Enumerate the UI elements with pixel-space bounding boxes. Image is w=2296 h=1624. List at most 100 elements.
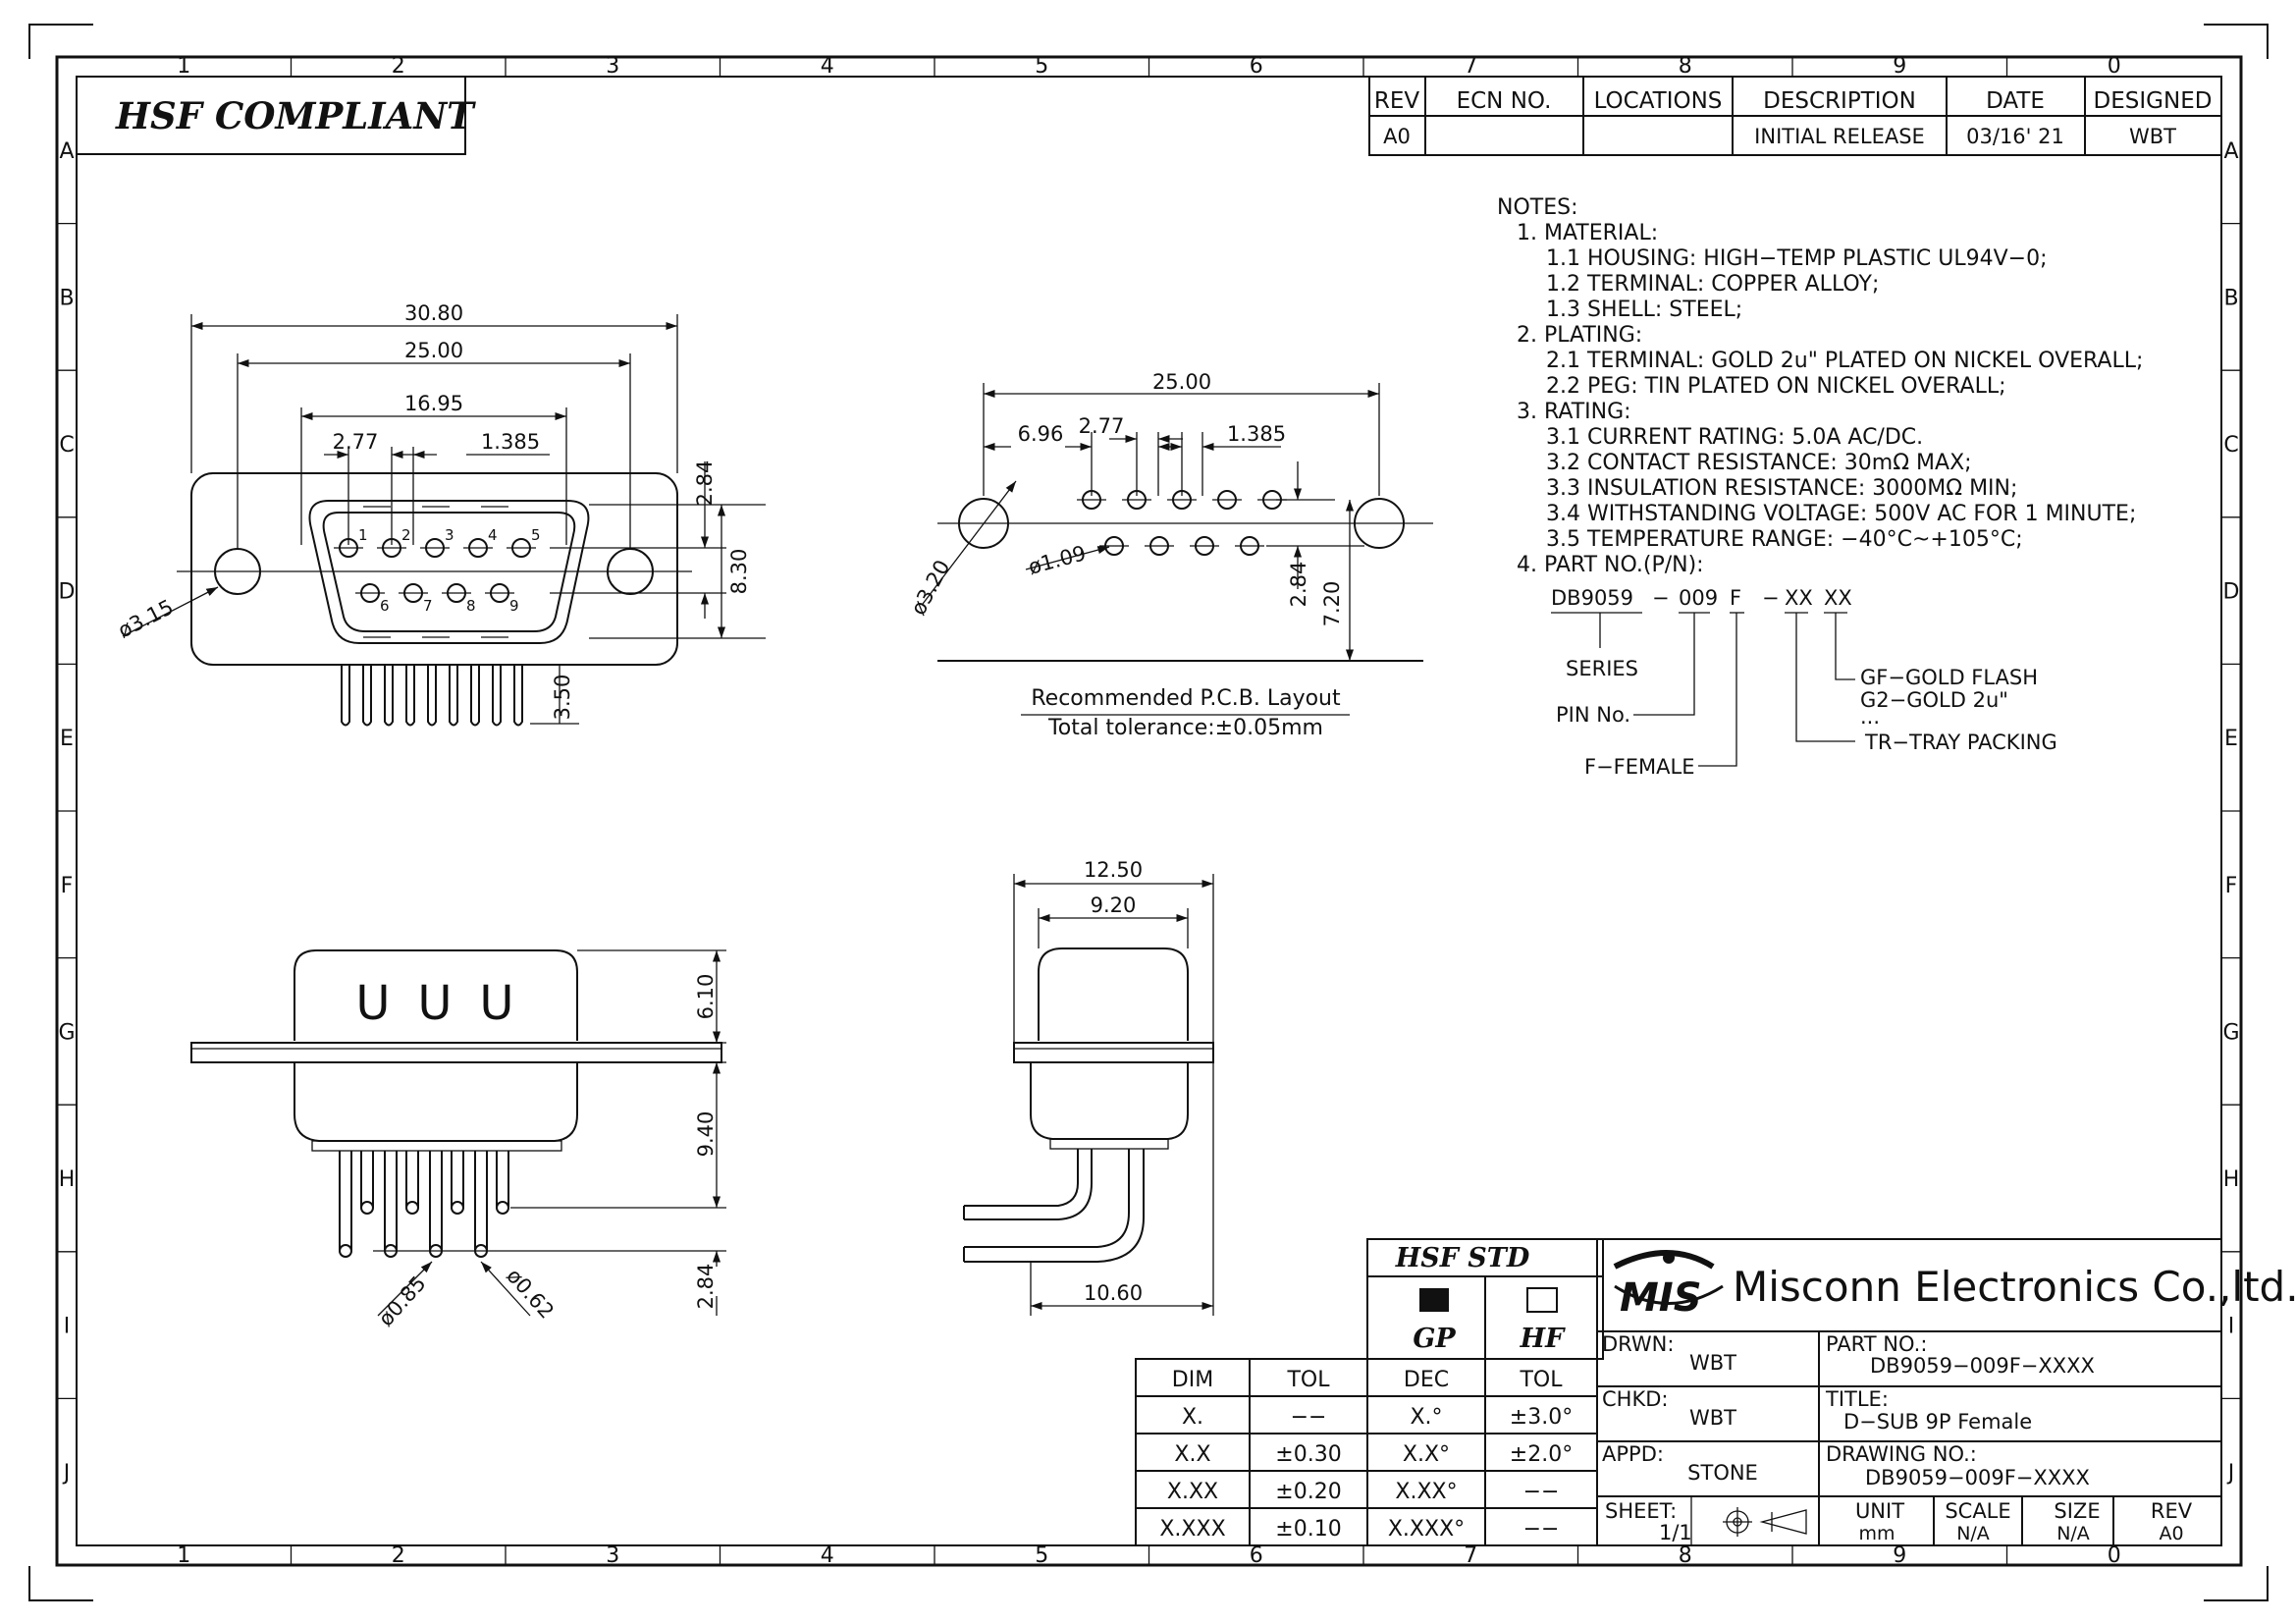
side-dim-row: 2.84: [694, 1264, 718, 1310]
dim-overall-width: 30.80: [404, 301, 463, 325]
dim-half-pitch: 1.385: [481, 430, 540, 454]
pn-gold-flash-label: GF−GOLD FLASH: [1860, 666, 2038, 689]
tol-header: DEC: [1404, 1368, 1449, 1392]
side-dim-body: 9.40: [694, 1111, 718, 1158]
end-base: [1049, 1138, 1169, 1150]
compliance-label: HSF COMPLIANT: [115, 94, 476, 137]
designed-value: WBT: [2129, 125, 2176, 148]
grid-row-label: J: [2226, 1461, 2235, 1486]
tol-cell: X.X°: [1403, 1442, 1450, 1467]
unit-value: mm: [1858, 1523, 1895, 1544]
pn-dash: −: [1762, 586, 1780, 610]
hsf-std-title: HSF STD: [1395, 1243, 1530, 1273]
grid-col-label: 1: [177, 1543, 190, 1568]
inner-border: [76, 76, 2222, 1546]
pin-tail: [449, 665, 458, 727]
title-value: D−SUB 9P Female: [1843, 1410, 2032, 1434]
pin-tail: [513, 665, 523, 727]
pin-tail: [427, 665, 437, 727]
grid-row-label: A: [59, 139, 74, 164]
pn-tray-label: TR−TRAY PACKING: [1864, 731, 2057, 754]
tol-header: TOL: [1286, 1368, 1330, 1392]
grid-row-label: I: [64, 1315, 71, 1339]
front-flange: [190, 472, 678, 666]
end-dim-flange: 12.50: [1084, 858, 1143, 882]
grid-col-label: 4: [821, 54, 834, 79]
dim-height: 8.30: [727, 549, 751, 595]
side-pin: [360, 1151, 374, 1208]
front-pin-tails: [341, 665, 523, 727]
designed-header: DESIGNED: [2094, 88, 2213, 114]
note-line: 1.1 HOUSING: HIGH−TEMP PLASTIC UL94V−0;: [1546, 246, 2048, 271]
end-shell: [1038, 947, 1189, 1041]
grid-row-label: J: [62, 1461, 71, 1486]
scale-value: N/A: [1956, 1523, 1990, 1544]
end-pin-upper: [963, 1149, 1093, 1220]
tol-cell: X.XX°: [1395, 1480, 1457, 1504]
side-body: [294, 1062, 578, 1142]
size-value: N/A: [2056, 1523, 2090, 1544]
pin-number: 1: [358, 526, 368, 544]
part-value: DB9059−009F−XXXX: [1870, 1354, 2095, 1378]
grid-col-label: 7: [1464, 1543, 1477, 1568]
hf-label: HF: [1520, 1324, 1567, 1354]
unit-label: UNIT: [1855, 1499, 1904, 1523]
side-pin: [405, 1151, 419, 1208]
grid-row-label: D: [59, 580, 76, 605]
grid-row-label: H: [59, 1167, 76, 1192]
pn-plating-code: XX: [1824, 586, 1852, 610]
pn-ellipsis: ...: [1860, 705, 1880, 729]
gp-label: GP: [1413, 1324, 1456, 1354]
shell-letter: U: [417, 976, 452, 1031]
grid-col-label: 5: [1035, 54, 1048, 79]
grid-row-label: H: [2223, 1167, 2240, 1192]
mis-logo: MIS: [1613, 1250, 1724, 1321]
hsf-std-block: HSF STD GP HF: [1366, 1238, 1604, 1360]
pin-number: 2: [401, 526, 411, 544]
pn-gender-code: F: [1730, 586, 1741, 610]
pcb-dim-mount-hole: ø3.20: [906, 556, 954, 619]
grid-row-label: G: [2222, 1020, 2239, 1045]
dim-row-offset: 2.84: [693, 460, 717, 507]
grid-row-label: C: [59, 433, 74, 458]
pin-tail: [405, 665, 415, 727]
description-header: DESCRIPTION: [1763, 88, 1916, 114]
rev-value: A0: [1383, 125, 1411, 148]
side-base: [311, 1140, 562, 1152]
note-line: 3.1 CURRENT RATING: 5.0A AC/DC.: [1546, 425, 1923, 450]
grid-col-label: 0: [2108, 54, 2121, 79]
dim-hole-diameter: ø3.15: [114, 595, 177, 642]
appd-value: STONE: [1687, 1461, 1758, 1485]
pin-number: 5: [531, 526, 541, 544]
drwn-value: WBT: [1689, 1351, 1736, 1375]
pin-number: 6: [380, 597, 390, 615]
tol-cell: X.XXX°: [1388, 1517, 1465, 1542]
grid-col-label: 6: [1250, 1543, 1263, 1568]
side-pin: [429, 1151, 443, 1251]
dim-row-width: 16.95: [404, 392, 463, 415]
grid-row-label: B: [59, 286, 74, 310]
pin-tail: [362, 665, 372, 727]
tol-cell: X.: [1182, 1405, 1203, 1430]
grid-row-label: B: [2223, 286, 2238, 310]
hf-checkbox: [1526, 1287, 1558, 1313]
date-header: DATE: [1986, 88, 2045, 114]
shell-letter: U: [479, 976, 513, 1031]
pin-tail: [384, 665, 394, 727]
shell-letter: U: [355, 976, 390, 1031]
grid-col-label: 0: [2108, 1543, 2121, 1568]
corner-marks: [28, 24, 2269, 1601]
end-flange: [1013, 1042, 1214, 1063]
side-pin: [384, 1151, 398, 1251]
grid-col-label: 8: [1679, 54, 1692, 79]
title-label: TITLE:: [1825, 1387, 1889, 1411]
dim-tail-length: 3.50: [551, 675, 574, 721]
side-dim-shell: 6.10: [694, 974, 718, 1020]
side-pin-tip: [405, 1201, 419, 1215]
side-pins: [339, 1151, 509, 1258]
pcb-pin-holes: [1077, 490, 1287, 556]
